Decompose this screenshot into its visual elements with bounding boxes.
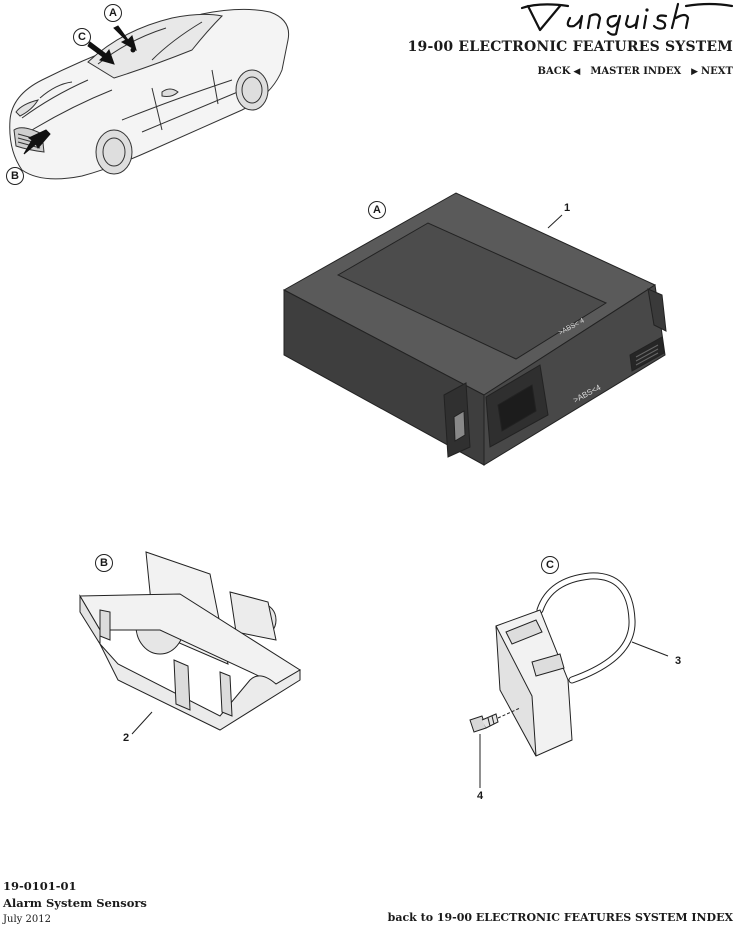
part-number-1: 1: [564, 202, 571, 214]
next-link[interactable]: ▶NEXT: [691, 66, 733, 77]
document-code: 19-0101-01: [3, 879, 77, 893]
master-index-link[interactable]: MASTER INDEX: [590, 66, 681, 77]
part-number-3: 3: [675, 655, 682, 667]
sensor-bracket-illustration: [79, 551, 301, 735]
document-date: July 2012: [3, 914, 51, 925]
vanquish-logo: [520, 2, 734, 36]
section-title: 19-00 ELECTRONIC FEATURES SYSTEM: [407, 39, 733, 55]
callout-c: C: [541, 556, 559, 574]
master-index-label: MASTER INDEX: [590, 66, 682, 77]
document-title: Alarm System Sensors: [3, 896, 147, 910]
back-link[interactable]: BACK◀: [538, 66, 581, 77]
next-label: NEXT: [701, 66, 733, 77]
callout-b: B: [95, 554, 113, 572]
strap-sensor-illustration: [469, 572, 669, 788]
car-location-illustration: [9, 8, 290, 180]
triangle-left-icon: ◀: [573, 66, 581, 77]
back-label: BACK: [537, 66, 571, 77]
alarm-module-illustration: >ABS< 4 >ABS<4: [282, 192, 667, 466]
callout-b-car: B: [6, 167, 24, 185]
callout-a: A: [368, 201, 386, 219]
callout-c-car: C: [73, 28, 91, 46]
triangle-right-icon: ▶: [691, 66, 699, 77]
nav-bar: BACK◀ MASTER INDEX ▶NEXT: [538, 66, 733, 77]
part-number-4: 4: [477, 790, 484, 802]
callout-a-car: A: [104, 4, 122, 22]
back-to-index-link[interactable]: back to 19-00 ELECTRONIC FEATURES SYSTEM…: [387, 911, 733, 924]
part-number-2: 2: [123, 732, 130, 744]
